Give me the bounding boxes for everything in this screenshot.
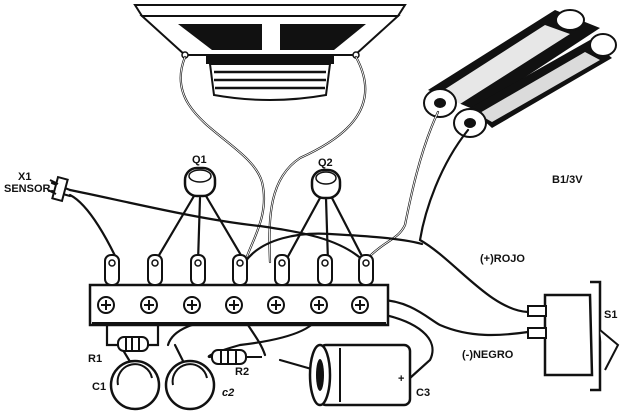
terminal-screw-slot xyxy=(101,300,111,310)
terminal-screw-slot xyxy=(187,300,197,310)
wires xyxy=(50,55,530,380)
terminal-screw-slot xyxy=(314,300,324,310)
terminal-lug-hole xyxy=(362,259,370,267)
terminal-lug-hole xyxy=(194,259,202,267)
label-sensor: SENSOR xyxy=(4,183,51,195)
label-s1: S1 xyxy=(604,309,617,321)
terminal-lug-hole xyxy=(151,259,159,267)
label-c3: C3 xyxy=(416,387,430,399)
transistor-q2 xyxy=(310,168,342,200)
capacitor-c2 xyxy=(164,359,216,411)
label-q2: Q2 xyxy=(318,157,333,169)
label-c1: C1 xyxy=(92,381,106,393)
label-positive-wire: (+)ROJO xyxy=(480,253,525,265)
terminal-strip xyxy=(88,254,390,327)
label-c2: c2 xyxy=(222,387,234,399)
label-c3-polarity: + xyxy=(398,373,404,385)
terminal-lug-hole xyxy=(321,259,329,267)
terminal-screw-slot xyxy=(355,300,365,310)
terminal-lug-hole xyxy=(236,259,244,267)
label-b1: B1/3V xyxy=(552,174,583,186)
label-x1: X1 xyxy=(18,171,31,183)
labels: X1 SENSOR Q1 Q2 B1/3V (+)ROJO (-)NEGRO S… xyxy=(4,154,617,399)
label-negative-wire: (-)NEGRO xyxy=(462,349,514,361)
sensor-connector xyxy=(47,175,69,203)
capacitor-c1 xyxy=(109,359,161,411)
battery-pack xyxy=(423,9,617,138)
capacitor-c3 xyxy=(308,343,412,407)
resistor-r2 xyxy=(211,349,262,365)
label-r2: R2 xyxy=(235,366,249,378)
terminal-screw-slot xyxy=(271,300,281,310)
label-r1: R1 xyxy=(88,353,102,365)
terminal-screw-slot xyxy=(229,300,239,310)
transistor-q1 xyxy=(183,166,217,198)
label-q1: Q1 xyxy=(192,154,207,166)
speaker xyxy=(133,4,407,101)
resistor-r1 xyxy=(117,336,149,352)
terminal-screw-slot xyxy=(144,300,154,310)
terminal-lug-hole xyxy=(278,259,286,267)
terminal-lug-hole xyxy=(108,259,116,267)
switch-s1 xyxy=(527,280,620,392)
